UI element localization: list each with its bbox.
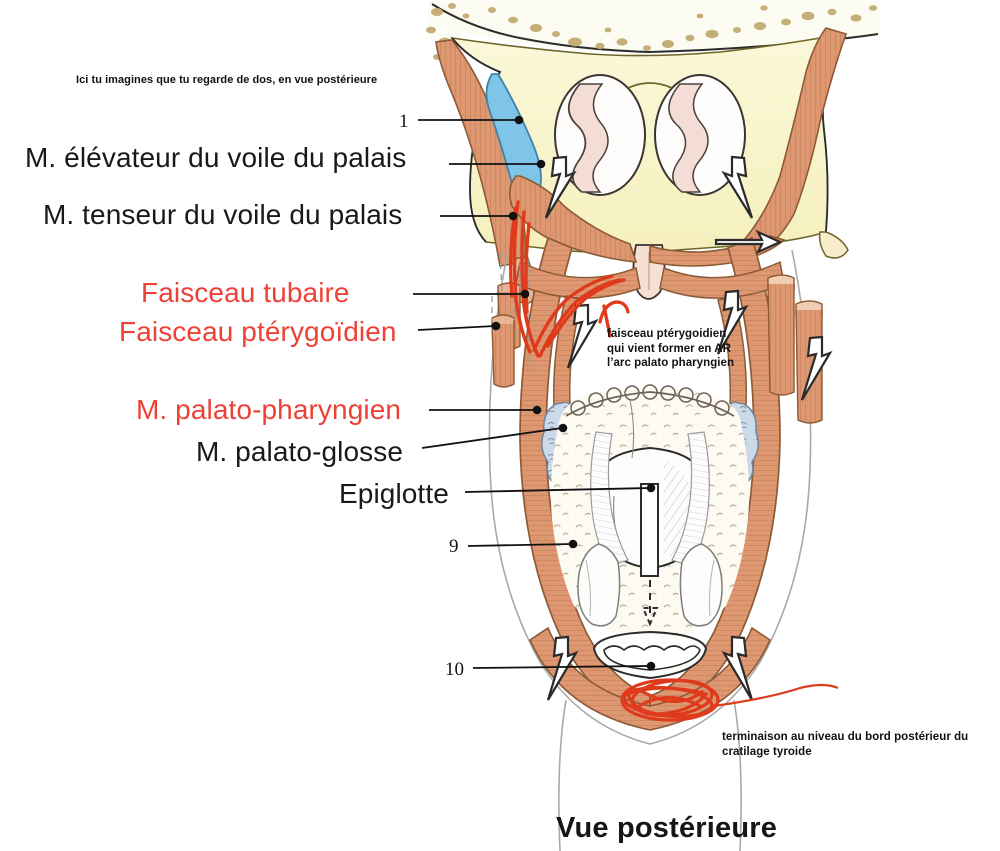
- choanae: [554, 74, 746, 196]
- label-num-1: 1: [399, 111, 409, 132]
- label-palato-pharyngien: M. palato-pharyngien: [136, 394, 402, 425]
- label-faisceau-tubaire: Faisceau tubaire: [141, 277, 350, 308]
- note-top-orientation: Ici tu imagines que tu regarde de dos, e…: [76, 74, 378, 86]
- red-leader-line: [713, 683, 839, 708]
- note-terminaison-cartilage-thyroide: terminaison au niveau du bord postérieur…: [722, 731, 969, 758]
- label-palato-glosse: M. palato-glosse: [196, 436, 404, 467]
- leader-lines: [413, 115, 656, 671]
- label-num-9: 9: [449, 536, 459, 557]
- figure-caption: Vue postérieure: [556, 812, 778, 844]
- note-faisceau-pterygoidien: faisceau ptérygoidien qui vient former e…: [607, 328, 735, 370]
- label-tenseur-du-voile-du-palais: M. tenseur du voile du palais: [43, 199, 403, 230]
- label-faisceau-pterygoidien: Faisceau ptérygoïdien: [119, 316, 397, 347]
- direction-arrows: [544, 155, 833, 701]
- red-ink-annotations: [508, 200, 630, 358]
- label-num-10: 10: [445, 659, 464, 680]
- label-elevateur-du-voile-du-palais: M. élévateur du voile du palais: [25, 142, 407, 173]
- inferior-constrictor-convergence: [528, 626, 772, 731]
- probe-rectangle: [640, 483, 659, 577]
- red-circle-annotation: [620, 678, 720, 722]
- stump-right-upper: [767, 274, 795, 396]
- label-epiglotte: Epiglotte: [339, 478, 449, 509]
